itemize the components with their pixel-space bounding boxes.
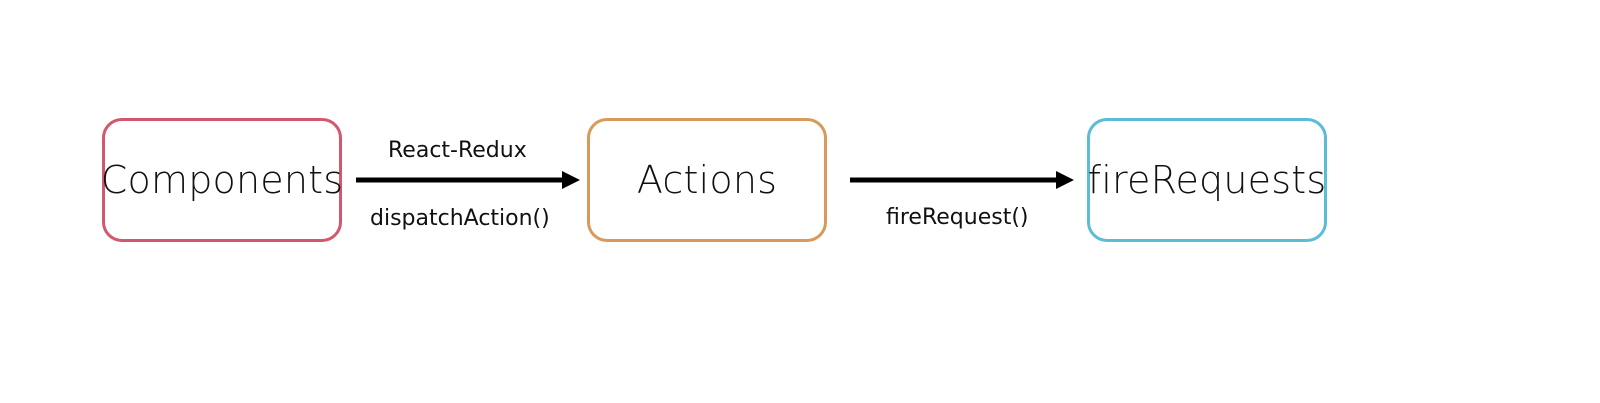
node-label-actions: Actions <box>636 158 778 202</box>
node-firerequests: fireRequests <box>1087 118 1327 242</box>
node-label-firerequests: fireRequests <box>1087 158 1327 202</box>
arrow-components-to-actions <box>356 171 580 189</box>
edge-label-react-redux: React-Redux <box>388 138 527 163</box>
arrow-actions-to-firerequests <box>850 171 1074 189</box>
edge-label-dispatch-action: dispatchAction() <box>370 206 550 231</box>
node-label-components: Components <box>100 158 344 202</box>
node-actions: Actions <box>587 118 827 242</box>
edge-label-fire-request: fireRequest() <box>886 205 1029 230</box>
arrowhead-icon <box>562 171 580 189</box>
node-components: Components <box>100 118 344 242</box>
arrowhead-icon <box>1056 171 1074 189</box>
